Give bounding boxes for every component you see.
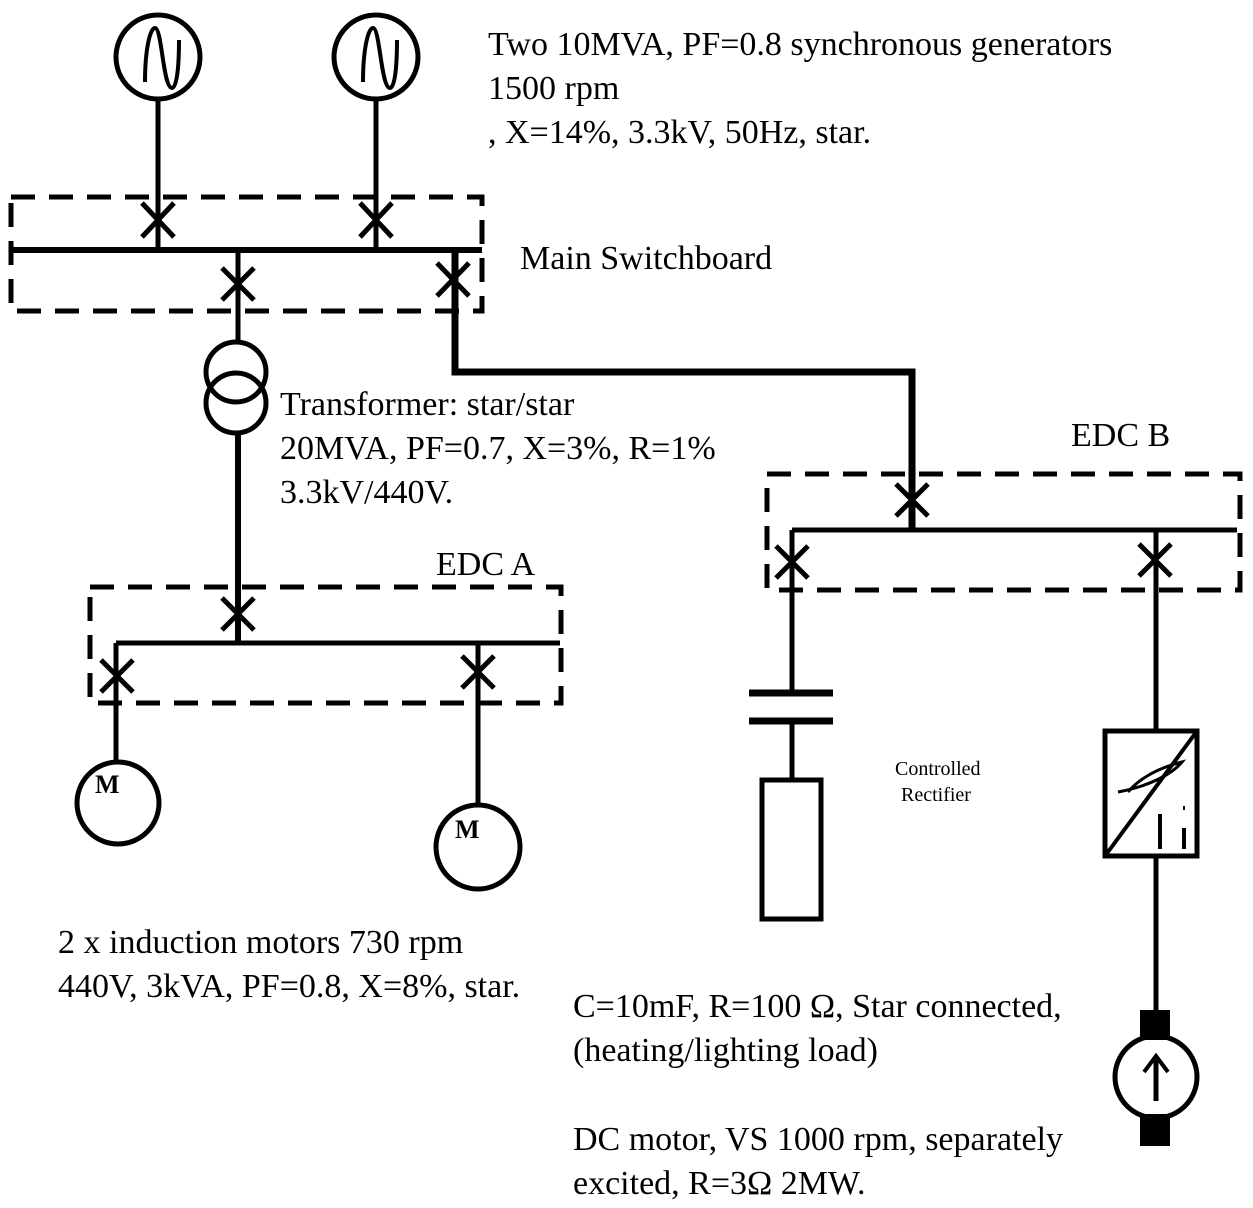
main-switchboard-box bbox=[8, 194, 485, 314]
capacitor-symbol bbox=[749, 689, 833, 725]
transformer-description-line-2: 20MVA, PF=0.7, X=3%, R=1% bbox=[280, 430, 716, 467]
induction-motor-2-symbol bbox=[433, 802, 523, 892]
motor-2-letter: M bbox=[455, 815, 480, 844]
generator-description-line-3: , X=14%, 3.3kV, 50Hz, star. bbox=[488, 114, 872, 151]
edc-b-box bbox=[764, 471, 1243, 593]
transformer-description-line-3: 3.3kV/440V. bbox=[280, 474, 454, 511]
rectifier-label-line-2: Rectifier bbox=[901, 784, 971, 806]
load-description-line-1: C=10mF, R=100 Ω, Star connected, bbox=[573, 988, 1062, 1025]
transformer-symbol bbox=[203, 339, 269, 436]
generator-description-line-1: Two 10MVA, PF=0.8 synchronous generators bbox=[488, 26, 1113, 63]
generator-2-symbol bbox=[331, 12, 421, 102]
breaker-edc-b-incomer bbox=[894, 482, 930, 518]
edc-b-feeder-cable bbox=[451, 250, 916, 530]
controlled-rectifier-symbol bbox=[1102, 728, 1200, 859]
edc-a-box bbox=[87, 584, 564, 706]
breaker-edc-a-incomer bbox=[220, 596, 256, 632]
dc-motor-description-line-2: excited, R=3Ω 2MW. bbox=[573, 1165, 866, 1202]
motor-description-line-1: 2 x induction motors 730 rpm bbox=[58, 924, 464, 961]
dc-motor-description-line-1: DC motor, VS 1000 rpm, separately bbox=[573, 1121, 1064, 1158]
resistor-symbol bbox=[759, 777, 824, 922]
breaker-gen-2 bbox=[358, 201, 394, 239]
transformer-description-line-1: Transformer: star/star bbox=[280, 386, 575, 423]
dc-motor-symbol bbox=[1112, 1010, 1200, 1146]
edc-a-label: EDC A bbox=[436, 546, 536, 583]
generator-description-line-2: 1500 rpm bbox=[488, 70, 620, 107]
main-switchboard-label: Main Switchboard bbox=[520, 240, 773, 277]
generator-1-symbol bbox=[113, 12, 203, 102]
load-description-line-2: (heating/lighting load) bbox=[573, 1032, 878, 1069]
induction-motor-1-symbol bbox=[74, 759, 162, 847]
motor-description-line-2: 440V, 3kVA, PF=0.8, X=8%, star. bbox=[58, 968, 521, 1005]
motor-1-letter: M bbox=[95, 770, 120, 799]
breaker-gen-1 bbox=[140, 201, 176, 239]
edc-b-label: EDC B bbox=[1071, 417, 1171, 454]
rectifier-label-line-1: Controlled bbox=[895, 758, 981, 780]
